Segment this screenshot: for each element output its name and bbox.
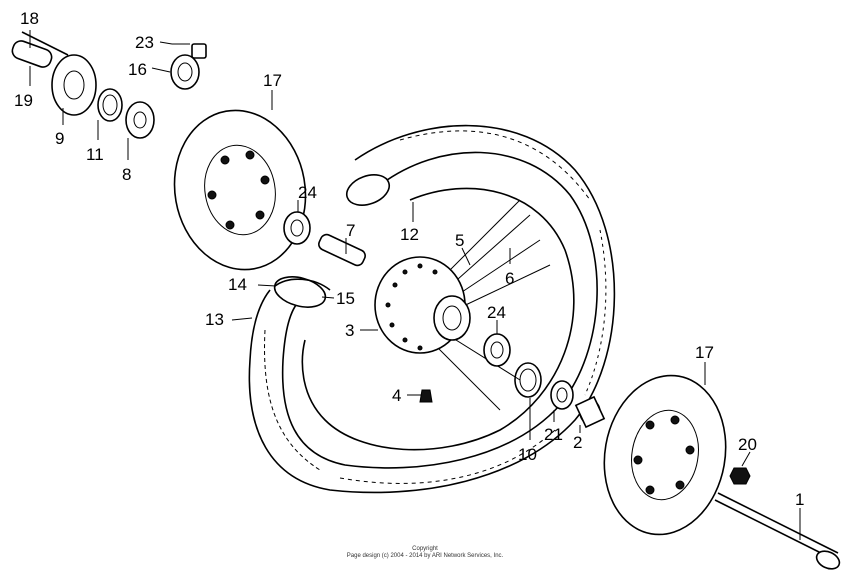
callout-11: 11: [86, 145, 104, 164]
distance-collar: [574, 395, 606, 429]
speedometer-gear: [97, 88, 123, 122]
callout-24-left: 24: [298, 183, 317, 202]
bearing-left: [283, 211, 311, 245]
callout-21: 21: [544, 425, 563, 444]
tire: [248, 124, 616, 494]
callout-6: 6: [505, 269, 514, 288]
rim: [301, 187, 575, 451]
callout-18: 18: [20, 9, 39, 28]
callout-1: 1: [795, 490, 804, 509]
callout-labels: 18 19 9 11 8 23 16 17 24 7 12 5 6 14 15 …: [14, 9, 804, 509]
callout-3: 3: [345, 321, 354, 340]
valve: [419, 389, 433, 403]
bearing-right: [483, 333, 511, 367]
callout-7: 7: [346, 221, 355, 240]
callout-17-right: 17: [695, 343, 714, 362]
leader-lines: [29, 30, 801, 540]
callout-16: 16: [128, 60, 147, 79]
callout-10: 10: [518, 445, 537, 464]
speedometer-gearbox: [170, 43, 207, 90]
callout-14: 14: [228, 275, 247, 294]
distance-tube: [318, 233, 366, 267]
gear-retainer: [51, 54, 97, 116]
callout-13: 13: [205, 310, 224, 329]
dust-seal: [514, 362, 542, 398]
brake-disc-left: [173, 109, 307, 271]
side-collar: [550, 380, 574, 410]
axle-nut: [729, 467, 751, 485]
axle-collar: [11, 40, 53, 68]
hub: [374, 256, 471, 354]
callout-4: 4: [392, 386, 401, 405]
callout-8: 8: [122, 165, 131, 184]
inner-tube: [273, 174, 391, 308]
axle: [714, 492, 841, 570]
callout-12: 12: [400, 225, 419, 244]
callout-17-left: 17: [263, 71, 282, 90]
callout-9: 9: [55, 129, 64, 148]
callout-23: 23: [135, 33, 154, 52]
copyright-line-2: Page design (c) 2004 - 2014 by ARI Netwo…: [346, 553, 504, 559]
callout-5: 5: [455, 231, 464, 250]
callout-24-right: 24: [487, 303, 506, 322]
copyright-line-1: Copyright: [412, 546, 438, 552]
copyright-footer: Copyright Page design (c) 2004 - 2014 by…: [0, 546, 850, 560]
callout-15: 15: [336, 289, 355, 308]
rim-band: [274, 278, 331, 291]
callout-2: 2: [573, 433, 582, 452]
gear-box-clip: [125, 101, 155, 139]
callout-19: 19: [14, 91, 33, 110]
brake-disc-right: [603, 374, 727, 536]
callout-20: 20: [738, 435, 757, 454]
